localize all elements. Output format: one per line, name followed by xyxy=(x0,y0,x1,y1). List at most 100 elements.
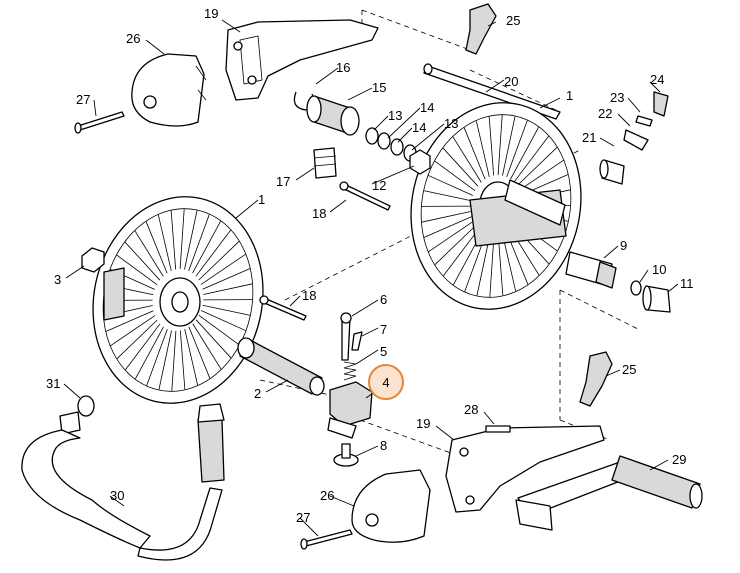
callout-16: 16 xyxy=(336,60,350,75)
handle-clip-lower xyxy=(579,351,613,407)
reel-spoke xyxy=(463,127,486,180)
bushing xyxy=(306,95,360,136)
reel-spoke xyxy=(516,147,558,187)
callout-19-top: 19 xyxy=(204,6,218,21)
reel-spoke xyxy=(192,323,222,370)
washer-8 xyxy=(333,443,359,467)
reel-spoke xyxy=(179,330,186,390)
end-cap-top xyxy=(131,53,207,127)
reel-spoke xyxy=(116,254,158,285)
screw-18-top xyxy=(339,181,391,211)
callout-1-left: 1 xyxy=(258,192,265,207)
reel-spoke xyxy=(116,319,158,359)
callout-19-lower: 19 xyxy=(416,416,430,431)
callout-18-lower: 18 xyxy=(302,288,316,303)
reel-spoke xyxy=(475,120,490,178)
callout-31: 31 xyxy=(46,376,60,391)
reel-spoke xyxy=(157,214,172,272)
reel-spoke xyxy=(443,229,479,277)
hex-nut-12 xyxy=(409,149,431,175)
callout-13-b: 13 xyxy=(444,116,458,131)
spring-5 xyxy=(343,361,357,381)
callout-14-b: 14 xyxy=(412,120,426,135)
reel-spoke xyxy=(110,315,156,347)
callout-11: 11 xyxy=(680,276,694,291)
seal-rings xyxy=(365,127,417,162)
callout-labels: 19 25 26 16 20 1 27 15 13 14 14 13 24 23… xyxy=(46,6,694,525)
callout-3: 3 xyxy=(54,272,61,287)
reel-spoke xyxy=(497,236,504,296)
reel-spoke xyxy=(195,229,231,277)
callout-9: 9 xyxy=(620,238,627,253)
end-cap-lower xyxy=(351,469,431,543)
reel-spoke xyxy=(134,230,164,277)
reel-spoke xyxy=(203,283,253,295)
reel-spoke xyxy=(124,241,161,281)
callout-28: 28 xyxy=(464,402,478,417)
reel-spoke xyxy=(184,210,198,270)
screw-lower-left xyxy=(300,529,353,550)
handle-clip-top xyxy=(465,3,497,55)
frame-arm-lower xyxy=(445,425,605,513)
frame-arm-top xyxy=(225,19,379,101)
reel-spoke xyxy=(502,234,517,292)
reel-spoke xyxy=(184,328,199,386)
callout-7: 7 xyxy=(380,322,387,337)
callout-15: 15 xyxy=(372,80,386,95)
callout-8: 8 xyxy=(380,438,387,453)
reel-spoke xyxy=(158,330,172,390)
ratchet-4 xyxy=(327,381,373,439)
reel-spoke xyxy=(427,174,474,196)
reel-spoke xyxy=(423,216,472,238)
callout-18-top: 18 xyxy=(312,206,326,221)
callout-25-top: 25 xyxy=(506,13,520,28)
swivel-9 xyxy=(565,251,617,289)
reel-spoke xyxy=(428,221,474,253)
washer-31 xyxy=(77,395,95,417)
reel-spoke xyxy=(198,241,240,281)
callout-1-top: 1 xyxy=(566,88,573,103)
reel-spoke xyxy=(452,136,482,183)
reel-spoke xyxy=(497,115,503,176)
callout-10: 10 xyxy=(652,262,666,277)
reel-spoke xyxy=(423,190,472,202)
screw-28 xyxy=(485,425,511,433)
reel-spoke xyxy=(145,221,168,274)
reel-spoke xyxy=(518,159,564,191)
callout-13-a: 13 xyxy=(388,108,402,123)
reel-spoke xyxy=(179,209,185,270)
callout-20: 20 xyxy=(504,74,518,89)
reel-spoke xyxy=(202,304,251,316)
reel-spoke xyxy=(200,310,247,332)
coupling-11 xyxy=(642,285,671,313)
callout-25-lower: 25 xyxy=(622,362,636,377)
callout-29: 29 xyxy=(672,452,686,467)
reel-spoke xyxy=(195,319,232,359)
pin-6 xyxy=(340,312,352,361)
reel-spoke xyxy=(202,268,251,290)
reel-drum-right xyxy=(410,102,582,310)
reel-spoke xyxy=(434,160,476,191)
callout-23: 23 xyxy=(610,90,624,105)
reel-spoke xyxy=(171,330,177,391)
callout-6: 6 xyxy=(380,292,387,307)
axle-shaft xyxy=(423,63,561,120)
screw-18-lower xyxy=(259,295,307,321)
reel-spoke xyxy=(421,211,471,223)
callout-21: 21 xyxy=(582,130,596,145)
hose-assembly xyxy=(21,403,225,561)
reel-spoke xyxy=(513,135,549,183)
reel-spoke xyxy=(506,120,528,177)
reel-spoke xyxy=(105,310,154,332)
reel-spoke xyxy=(442,147,479,187)
o-ring-10 xyxy=(630,280,642,296)
callout-24: 24 xyxy=(650,72,664,87)
callout-17: 17 xyxy=(276,174,290,189)
latch-parts xyxy=(599,91,669,185)
leader-lines xyxy=(63,19,679,537)
callout-14-a: 14 xyxy=(420,100,434,115)
reel-spoke xyxy=(476,236,490,296)
reel-spoke xyxy=(192,220,221,274)
callout-2: 2 xyxy=(254,386,261,401)
